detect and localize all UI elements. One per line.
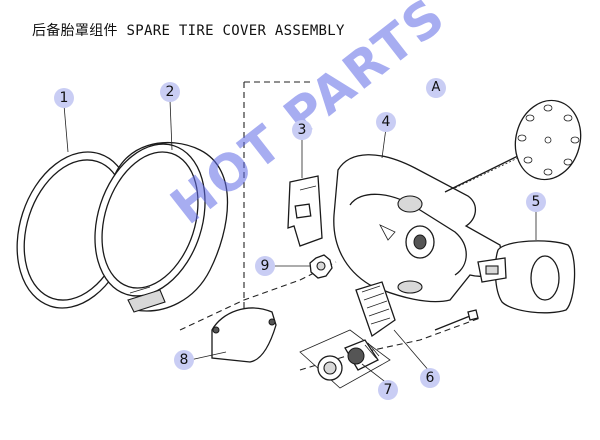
small-screw [434, 309, 479, 331]
callout-9: 9 [255, 256, 275, 276]
callout-8: 8 [174, 350, 194, 370]
part-7-lock-cylinder [299, 329, 391, 389]
callout-5: 5 [526, 192, 546, 212]
part-2-cover-shell [94, 141, 229, 313]
part-9-knob-nut [309, 254, 333, 279]
callout-6: 6 [420, 368, 440, 388]
part-8-access-flap [211, 307, 277, 363]
callout-3: 3 [292, 120, 312, 140]
part-5-latch-handle [477, 240, 576, 314]
construction-line [299, 317, 481, 371]
part-3-bracket-clip [287, 175, 323, 247]
callout-7: 7 [378, 380, 398, 400]
callout-1: 1 [54, 88, 74, 108]
long-bolt [444, 149, 531, 193]
leader-lines [63, 99, 537, 385]
callout-2: 2 [160, 82, 180, 102]
callout-4: 4 [376, 112, 396, 132]
part-4-hinge-mount [333, 154, 502, 303]
wheel-plate [514, 99, 582, 181]
part-6-reflector-pad [355, 281, 396, 338]
view-label-a: A [426, 78, 446, 98]
diagram-title: 后备胎罩组件 SPARE TIRE COVER ASSEMBLY [32, 23, 345, 39]
